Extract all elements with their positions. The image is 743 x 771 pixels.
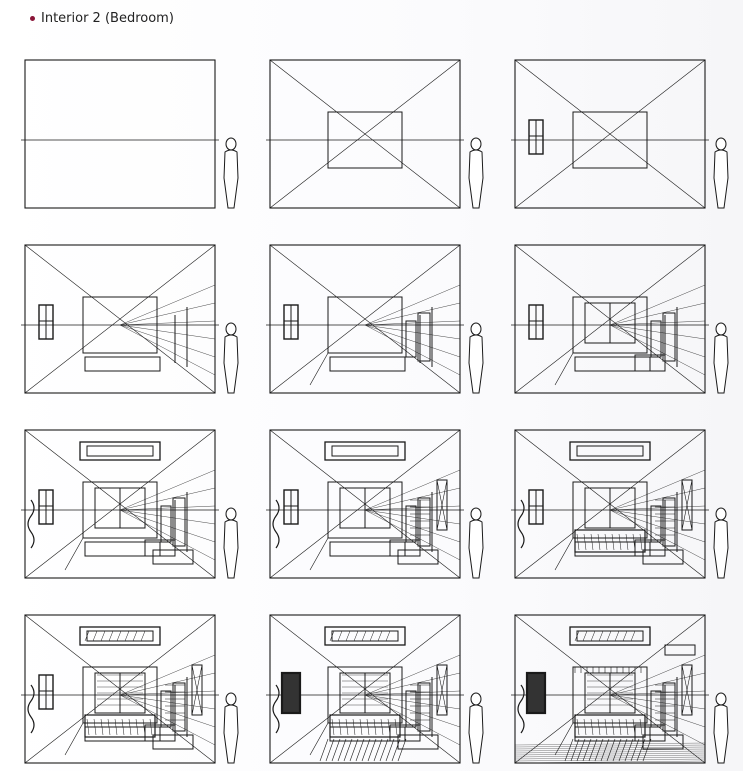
- perspective-sketch-step-5: [266, 244, 495, 410]
- sketch-drawing: [266, 244, 484, 394]
- scale-figure-icon: [223, 507, 239, 579]
- perspective-sketch-step-12: [511, 614, 740, 771]
- sketch-drawing: [511, 59, 729, 209]
- sketch-drawing: [266, 429, 484, 579]
- sketch-drawing: [511, 429, 729, 579]
- perspective-sketch-step-8: [266, 429, 495, 595]
- sketch-drawing: [21, 59, 239, 209]
- section-title: Interior 2 (Bedroom): [41, 11, 174, 26]
- perspective-sketch-step-1: [21, 59, 250, 225]
- sketch-drawing: [21, 244, 239, 394]
- perspective-sketch-step-3: [511, 59, 740, 225]
- bullet-icon: [30, 16, 35, 21]
- perspective-sketch-step-11: [266, 614, 495, 771]
- sketch-drawing: [266, 59, 484, 209]
- scale-figure-icon: [468, 137, 484, 209]
- perspective-sketch-step-7: [21, 429, 250, 595]
- section-heading: Interior 2 (Bedroom): [30, 11, 174, 26]
- scale-figure-icon: [713, 322, 729, 394]
- perspective-sketch-step-10: [21, 614, 250, 771]
- perspective-sketch-step-2: [266, 59, 495, 225]
- sketch-drawing: [511, 614, 729, 764]
- scale-figure-icon: [223, 322, 239, 394]
- scale-figure-icon: [468, 322, 484, 394]
- scale-figure-icon: [223, 692, 239, 764]
- sketch-drawing: [21, 614, 239, 764]
- perspective-sketch-step-9: [511, 429, 740, 595]
- sketch-drawing: [266, 614, 484, 764]
- scale-figure-icon: [713, 507, 729, 579]
- scale-figure-icon: [223, 137, 239, 209]
- sketch-drawing: [511, 244, 729, 394]
- scale-figure-icon: [468, 692, 484, 764]
- scale-figure-icon: [713, 137, 729, 209]
- perspective-sketch-step-4: [21, 244, 250, 410]
- sketch-drawing: [21, 429, 239, 579]
- perspective-sketch-step-6: [511, 244, 740, 410]
- scale-figure-icon: [468, 507, 484, 579]
- scale-figure-icon: [713, 692, 729, 764]
